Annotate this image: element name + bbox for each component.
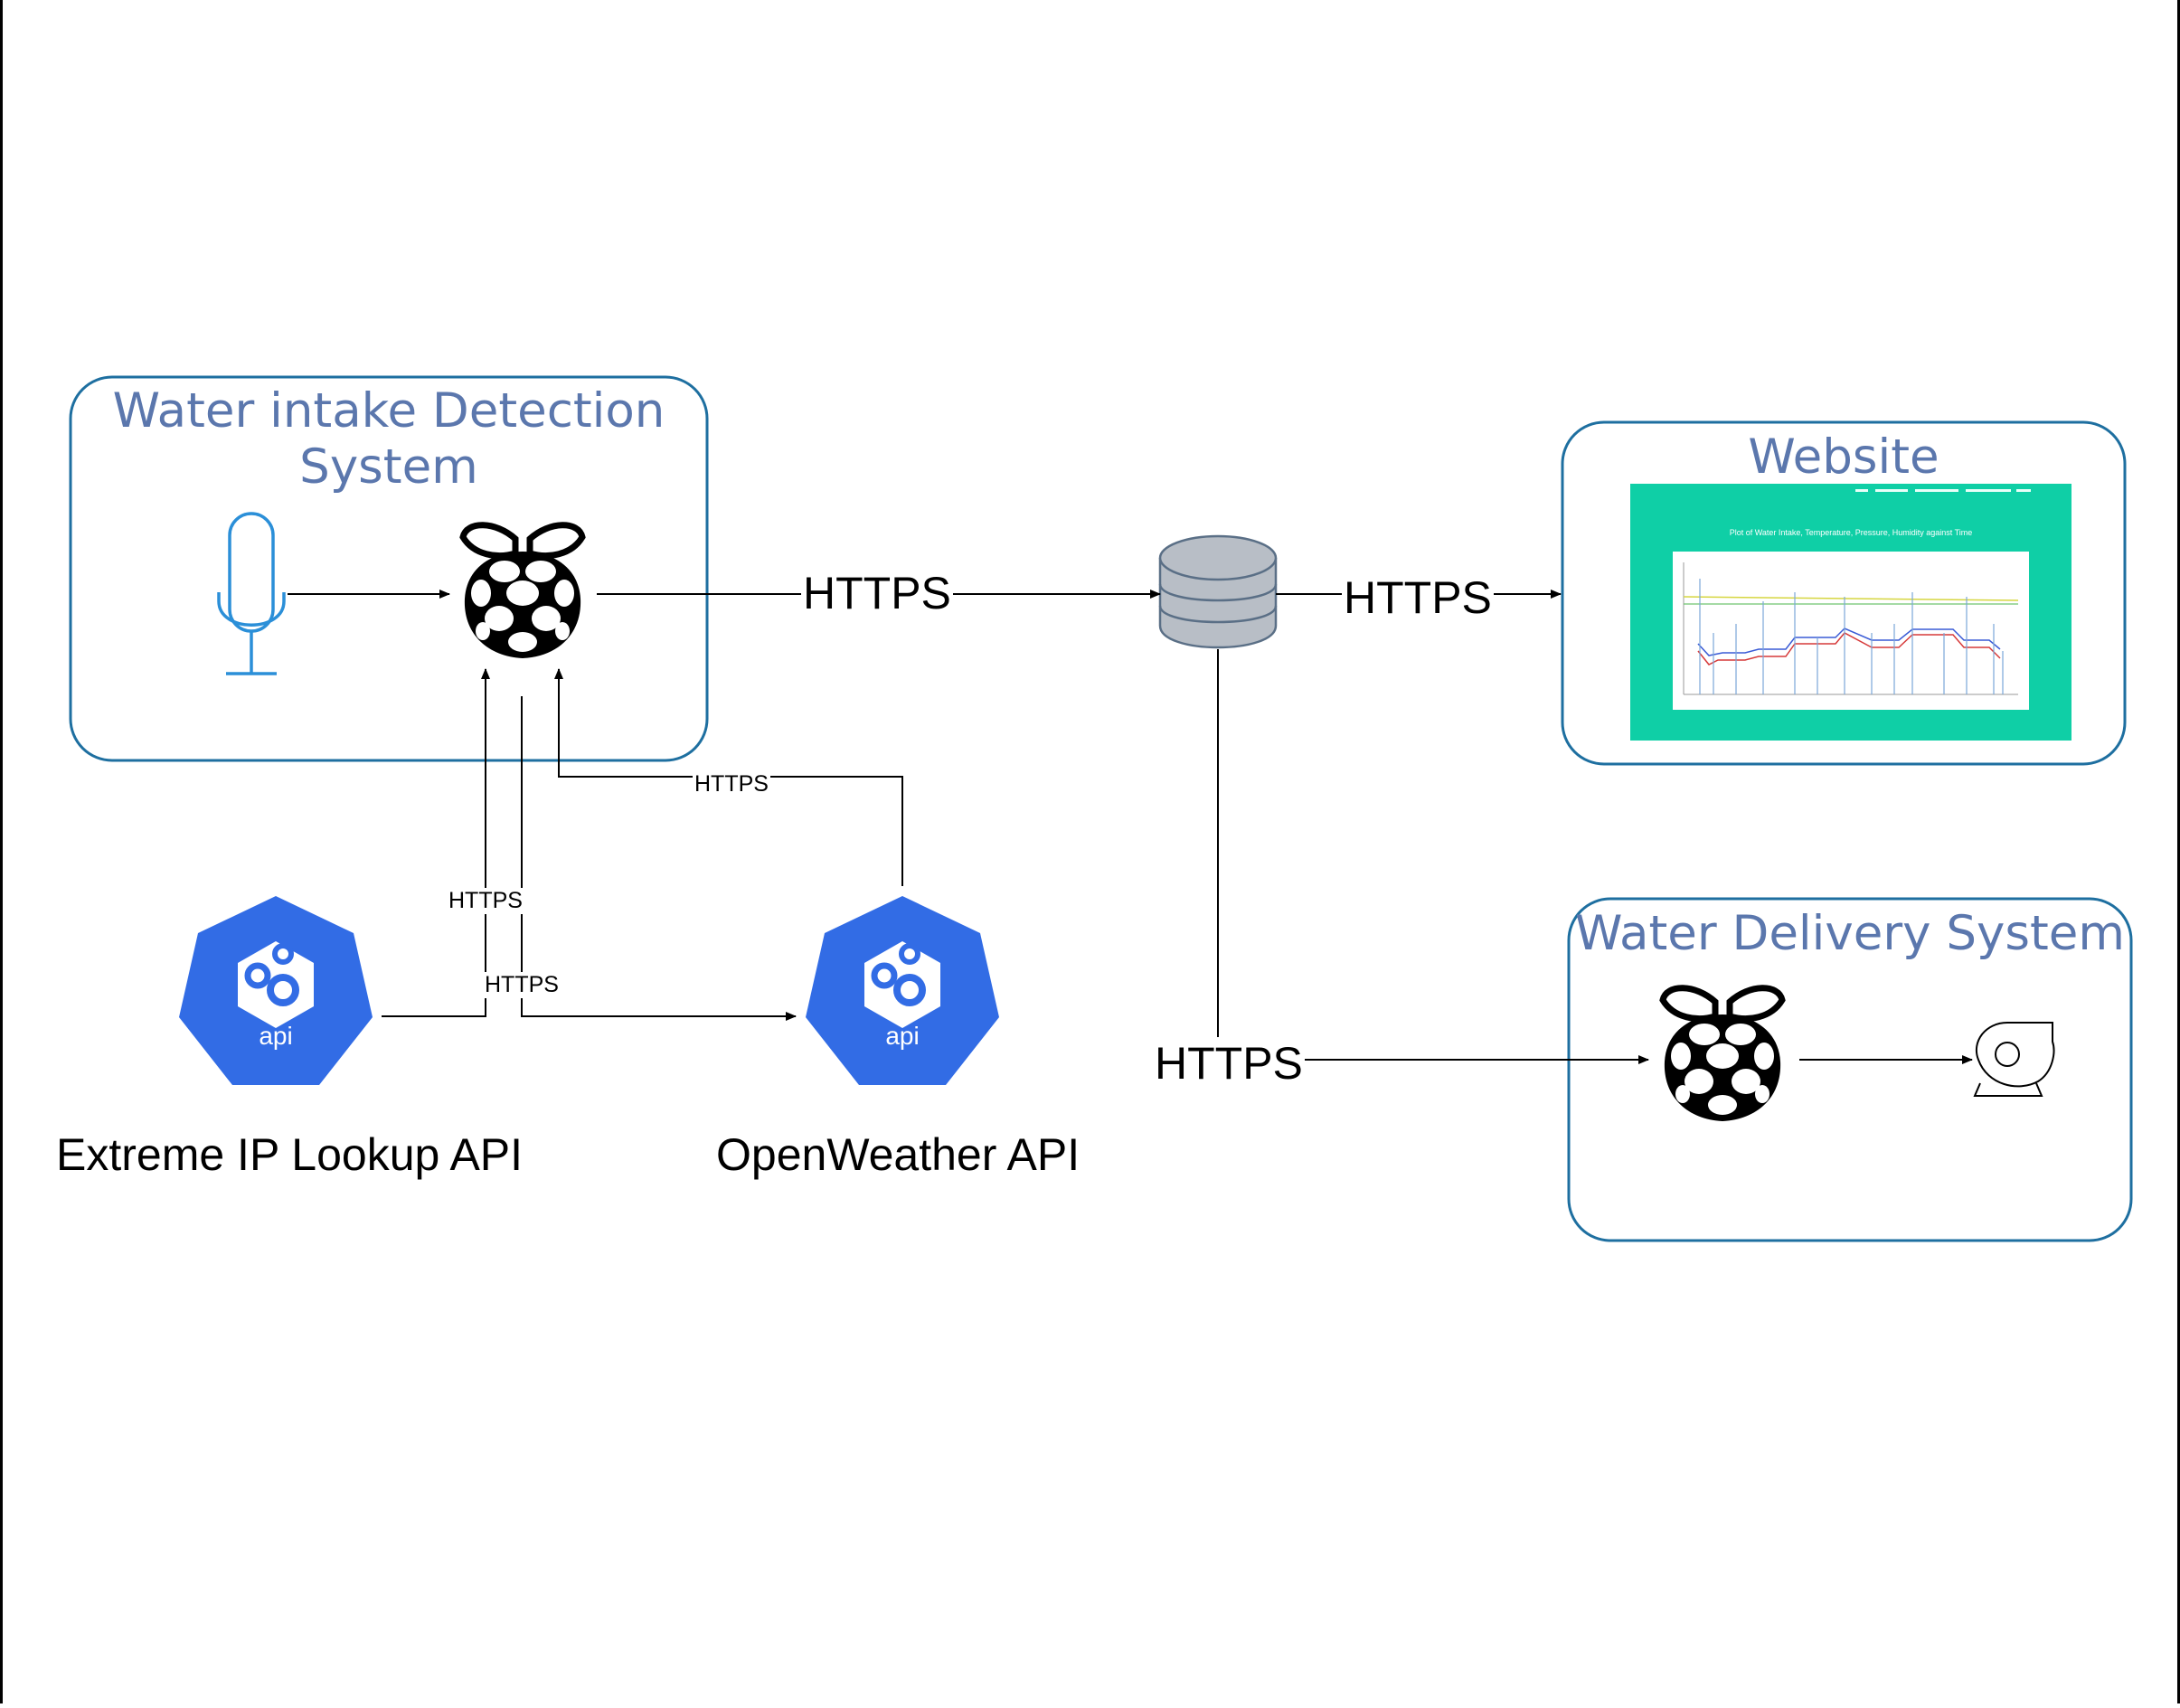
delivery-system-title: Water Delivery System <box>1575 906 2125 961</box>
website-plot-heading: Plot of Water Intake, Temperature, Press… <box>1729 528 1973 537</box>
openweather-api-label: OpenWeather API <box>716 1129 1081 1180</box>
database-icon <box>1158 534 1278 649</box>
edge-label-ip-to-pi: HTTPS <box>447 888 524 914</box>
intake-system-title: Water intake Detection System <box>112 383 665 495</box>
edge-label-openweather-to-pi: HTTPS <box>693 771 770 797</box>
raspberry-pi-icon <box>463 525 582 658</box>
website-title: Website <box>1748 429 1939 485</box>
edge-label-pi-to-openweather: HTTPS <box>483 972 561 998</box>
ip-lookup-api-label: Extreme IP Lookup API <box>56 1129 524 1180</box>
raspberry-pi-icon-delivery <box>1663 988 1782 1121</box>
edge-db-to-delivery <box>1217 649 1649 1064</box>
edge-ip-to-pi <box>382 668 490 1017</box>
intake-system-group <box>69 375 709 762</box>
pump-icon <box>1973 1022 2055 1097</box>
api-icon-text-ip: api <box>259 1022 293 1050</box>
edge-label-pi-to-db: HTTPS <box>801 567 953 619</box>
microphone-icon <box>217 512 286 675</box>
edge-pi-to-openweather <box>521 696 797 1021</box>
website-group <box>1561 420 2127 766</box>
api-gear-icon-openweather <box>806 896 999 1085</box>
api-icon-text-openweather: api <box>885 1022 920 1050</box>
edge-label-db-to-website: HTTPS <box>1342 571 1494 624</box>
delivery-system-group <box>1567 897 2133 1242</box>
api-gear-icon-ip-lookup <box>179 896 373 1085</box>
website-screenshot <box>1630 484 2071 741</box>
edge-label-db-to-delivery: HTTPS <box>1153 1037 1305 1090</box>
